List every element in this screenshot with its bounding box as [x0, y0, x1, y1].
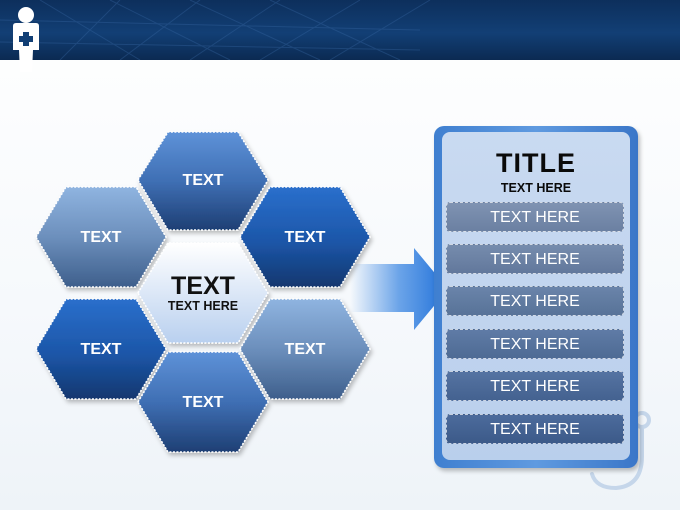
header-grid-pattern [0, 0, 431, 60]
hexagon-top-label: TEXT [183, 172, 224, 189]
arrow-right-icon [350, 248, 448, 330]
panel-row-6: TEXT HERE [446, 414, 624, 444]
center-title: TEXT [171, 272, 235, 300]
panel-row-4: TEXT HERE [446, 329, 624, 359]
title-panel: TITLE TEXT HERE TEXT HERE TEXT HERE TEXT… [434, 126, 638, 468]
hexagon-lower-left [35, 298, 167, 400]
hexagon-upper-right-label: TEXT [285, 229, 326, 246]
panel-row-2: TEXT HERE [446, 244, 624, 274]
hexagon-lower-left-label: TEXT [81, 341, 122, 358]
panel-subtitle: TEXT HERE [500, 181, 572, 195]
hexagon-lower-right [239, 298, 371, 400]
panel-title: TITLE [496, 148, 576, 178]
hexagon-top [137, 131, 269, 231]
hexagon-upper-left-label: TEXT [81, 229, 122, 246]
panel-row-1: TEXT HERE [446, 202, 624, 232]
hexagon-bottom [137, 351, 269, 453]
hexagon-bottom-label: TEXT [183, 394, 224, 411]
center-subtitle: TEXT HERE [168, 299, 238, 313]
hexagon-upper-left [35, 186, 167, 288]
hexagon-lower-right-label: TEXT [285, 341, 326, 358]
panel-row-5: TEXT HERE [446, 371, 624, 401]
hexagon-upper-right [239, 186, 371, 288]
medical-person-icon [13, 7, 39, 72]
hexagon-center [137, 242, 269, 344]
header-bar [0, 0, 680, 60]
panel-row-3: TEXT HERE [446, 286, 624, 316]
